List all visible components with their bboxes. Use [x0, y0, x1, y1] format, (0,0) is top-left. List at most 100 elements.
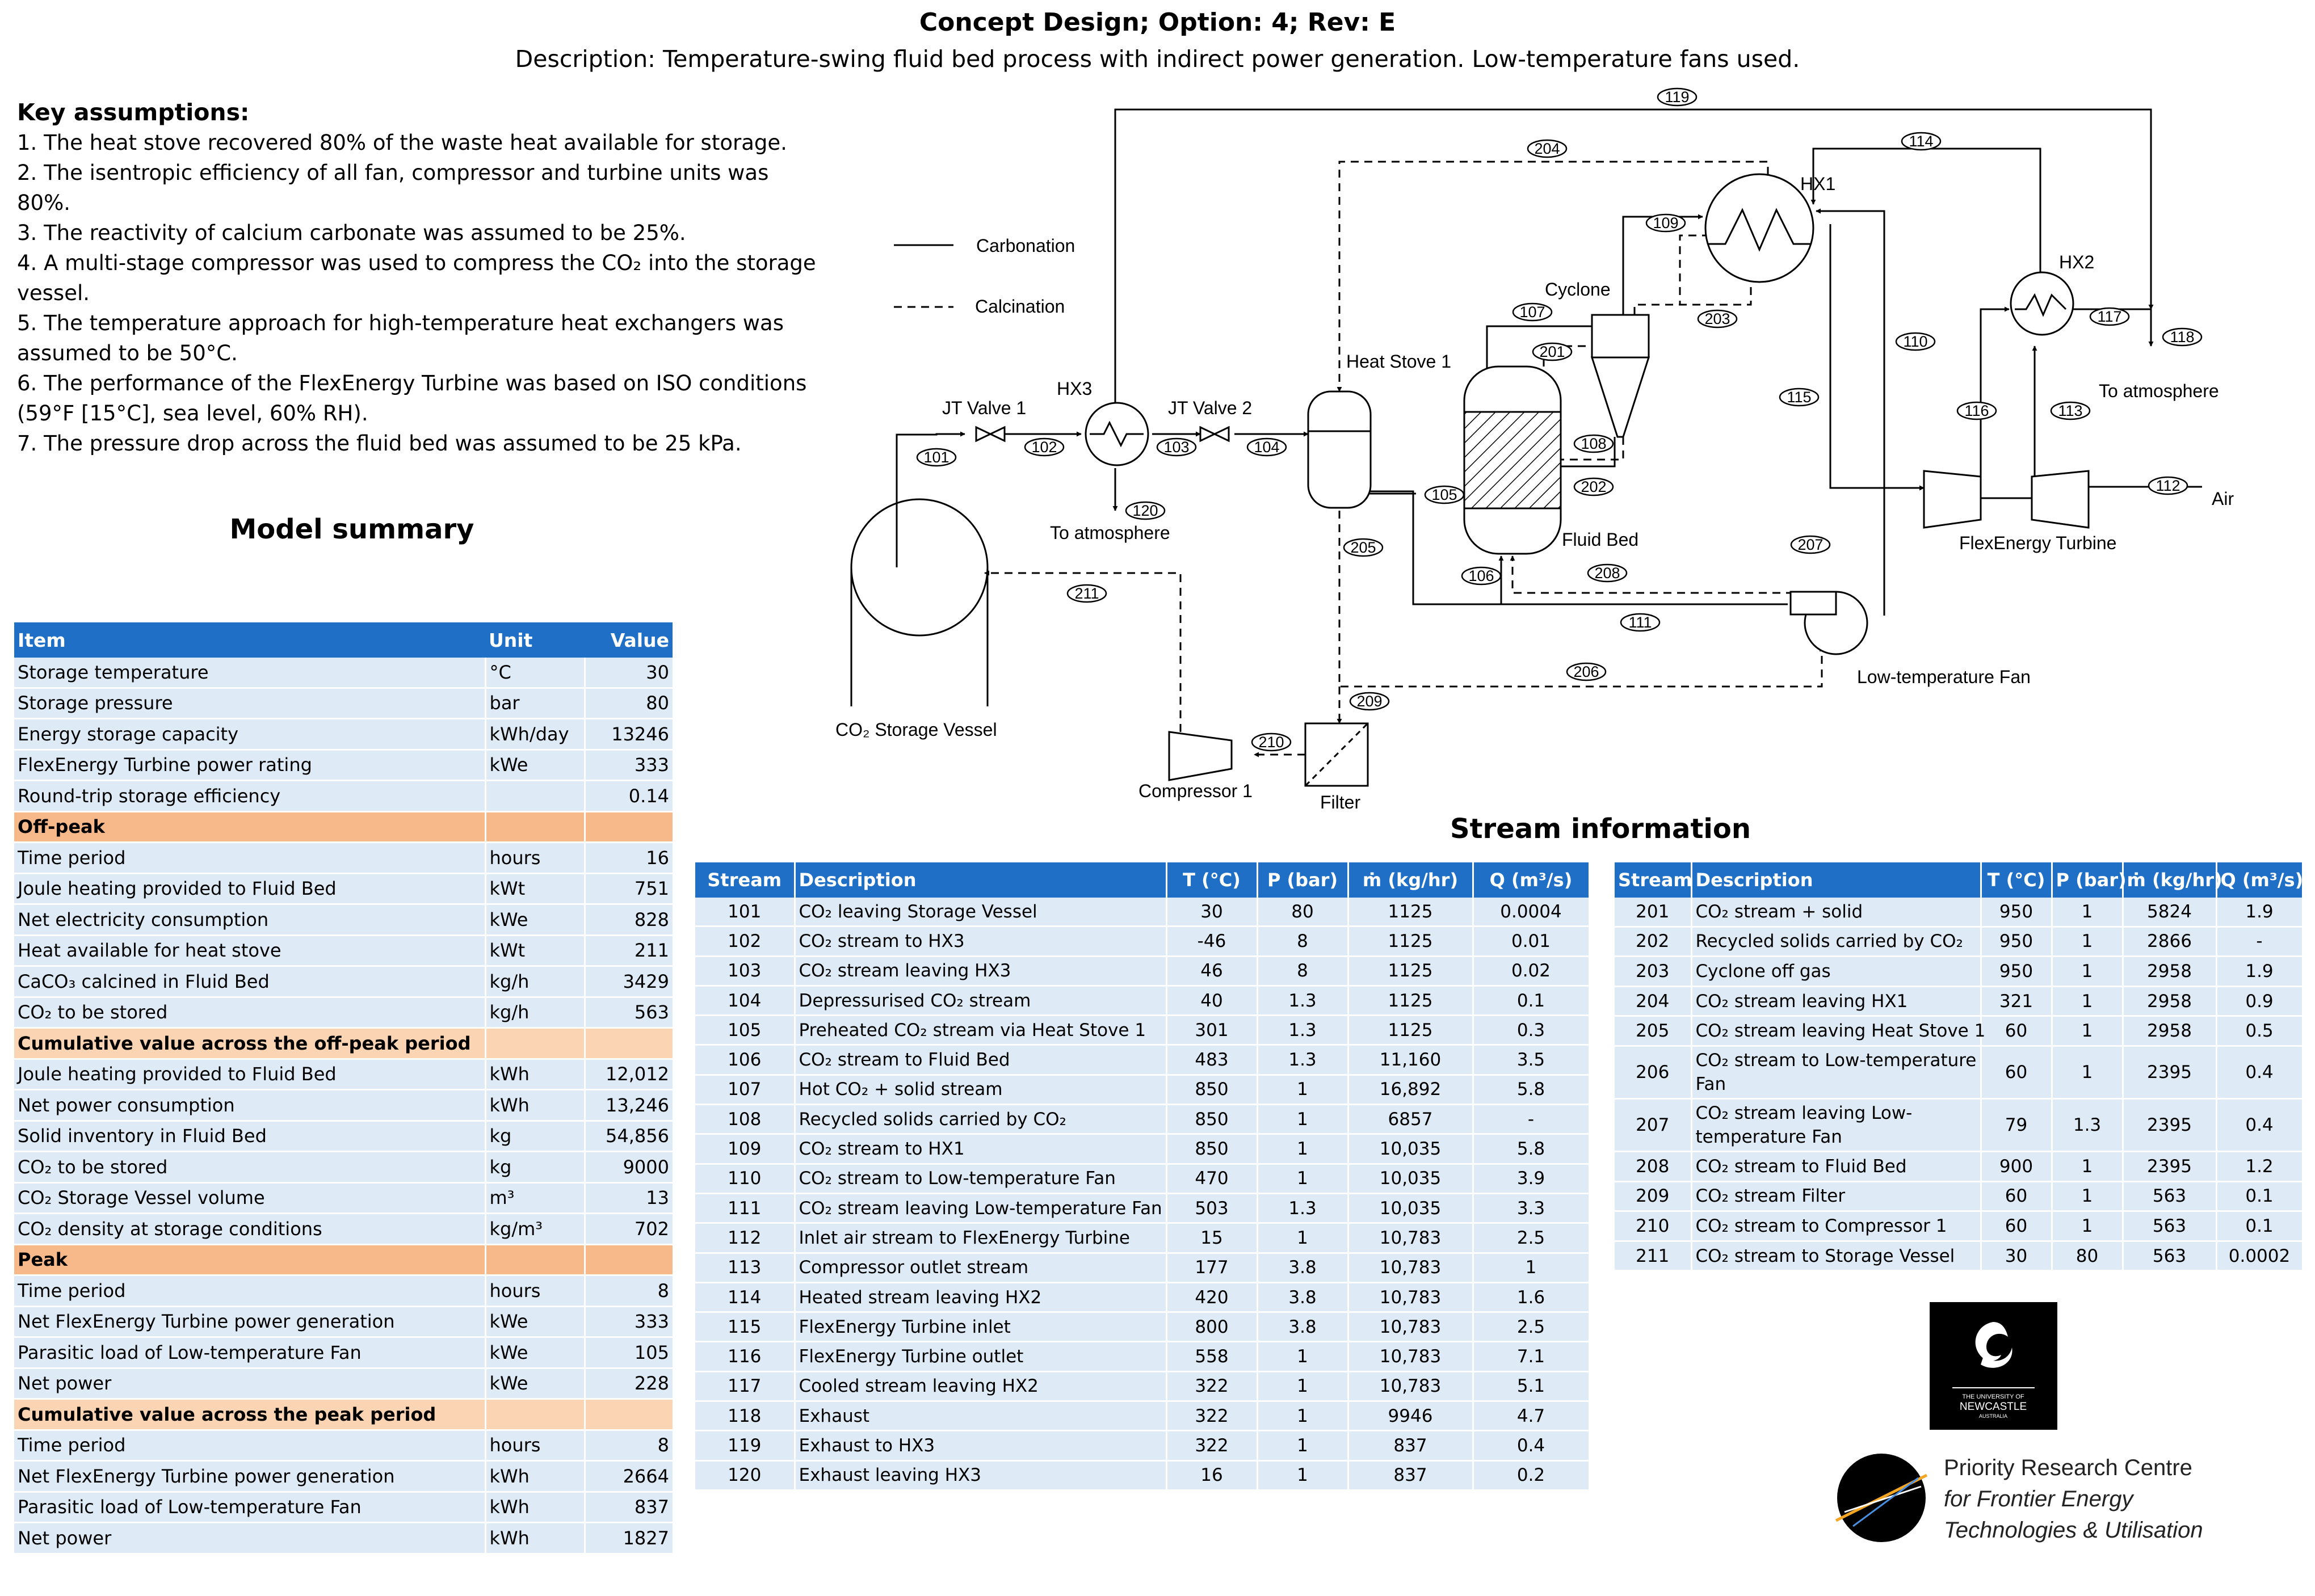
cell-unit: kWh: [484, 1089, 585, 1122]
cell-value: 333: [583, 749, 673, 781]
cell-mass-flow: 6857: [1348, 1104, 1474, 1135]
to-atmosphere-label-hx3: To atmosphere: [1050, 523, 1170, 543]
cell-temperature: 15: [1166, 1223, 1258, 1254]
cell-temperature: 950: [1981, 956, 2053, 987]
cell-volume-flow: 0.0004: [1473, 898, 1590, 928]
stream-tag-115: 115: [1779, 388, 1820, 407]
cell-volume-flow: 3.3: [1473, 1193, 1590, 1224]
cell-value: 30: [583, 658, 673, 689]
stream-tag-206: 206: [1566, 662, 1607, 681]
cell-item: Net power: [14, 1522, 485, 1555]
cell-pressure: 8: [1257, 956, 1349, 987]
cell-mass-flow: 10,783: [1348, 1312, 1474, 1343]
cell-item: Time period: [14, 1430, 485, 1462]
cell-volume-flow: 5.1: [1473, 1371, 1590, 1403]
cell-description: CO₂ stream leaving Low-temperature Fan: [795, 1193, 1167, 1224]
cell-mass-flow: 10,783: [1348, 1371, 1474, 1403]
section-header-row: Off-peak: [14, 811, 673, 843]
section-header-row: Cumulative value across the off-peak per…: [14, 1027, 673, 1060]
stream-tag-label: 107: [1519, 304, 1545, 321]
cell-temperature: 60: [1981, 1181, 2053, 1212]
cell-mass-flow: 2958: [2123, 1016, 2217, 1047]
cell-pressure: 1: [2052, 1046, 2124, 1100]
stream-tag-103: 103: [1156, 437, 1197, 457]
key-assumption-item: 4. A multi-stage compressor was used to …: [17, 251, 816, 305]
cell-pressure: 1: [1257, 1223, 1349, 1254]
cell-item: Parasitic load of Low-temperature Fan: [14, 1337, 485, 1369]
cell-description: CO₂ stream to Low-temperature Fan: [1691, 1046, 1982, 1100]
cell-mass-flow: 563: [2123, 1181, 2217, 1212]
stream-tag-label: 111: [1628, 614, 1652, 631]
cell-description: Exhaust leaving HX3: [795, 1460, 1167, 1491]
cell-stream: 112: [695, 1223, 796, 1254]
stream-tag-label: 108: [1581, 435, 1606, 452]
cell-description: CO₂ stream to Compressor 1: [1691, 1211, 1982, 1242]
cell-volume-flow: 0.1: [1473, 986, 1590, 1017]
cell-item: CO₂ Storage Vessel volume: [14, 1182, 485, 1214]
cell-stream: 205: [1615, 1016, 1692, 1047]
cell-description: CO₂ stream + solid: [1691, 898, 1982, 928]
cell-pressure: 80: [2052, 1241, 2124, 1272]
cell-volume-flow: 3.5: [1473, 1045, 1590, 1076]
cell-unit: m³: [484, 1182, 585, 1214]
cell-stream: 113: [695, 1253, 796, 1283]
cell-pressure: 1: [2052, 898, 2124, 928]
cell-volume-flow: 0.1: [2216, 1181, 2304, 1212]
stream-101-line: [896, 431, 965, 567]
stream-115-line: [1829, 224, 1925, 491]
stream-207-208-line: [1510, 555, 1834, 635]
stream-tag-label: 207: [1797, 536, 1823, 553]
section-header-row: Cumulative value across the peak period: [14, 1399, 673, 1431]
cell-item: Storage temperature: [14, 658, 485, 689]
cell-description: Preheated CO₂ stream via Heat Stove 1: [795, 1015, 1167, 1046]
cell-mass-flow: 2866: [2123, 927, 2217, 958]
cell-pressure: 8: [1257, 926, 1349, 957]
cell-temperature: 30: [1981, 1241, 2053, 1272]
cell-stream: 120: [695, 1460, 796, 1491]
key-assumptions-title: Key assumptions:: [17, 99, 250, 126]
page-description: Description: Temperature-swing fluid bed…: [515, 45, 1800, 73]
svg-text:NEWCASTLE: NEWCASTLE: [1960, 1401, 2027, 1413]
cell-temperature: 322: [1166, 1371, 1258, 1403]
cell-unit: [484, 811, 585, 843]
filter-label: Filter: [1320, 792, 1360, 812]
stream-tag-210: 210: [1251, 732, 1292, 752]
stream-tag-label: 104: [1254, 439, 1279, 456]
stream-203-line: [1633, 235, 1752, 315]
cell-temperature: 16: [1166, 1460, 1258, 1491]
cell-pressure: 1: [1257, 1371, 1349, 1403]
cell-value: 563: [583, 997, 673, 1029]
heat-stove-1: [1307, 390, 1372, 509]
cell-value: 105: [583, 1337, 673, 1369]
stream-110-line: [1816, 208, 1885, 616]
cell-volume-flow: 1: [1473, 1253, 1590, 1283]
cell-unit: kWt: [484, 873, 585, 905]
cell-pressure: 1: [2052, 1151, 2124, 1182]
stream-tag-110: 110: [1895, 332, 1936, 351]
cell-item: Parasitic load of Low-temperature Fan: [14, 1492, 485, 1523]
cell-unit: bar: [484, 688, 585, 719]
co2-storage-vessel: [850, 498, 989, 706]
low-temperature-fan-label: Low-temperature Fan: [1857, 667, 2031, 687]
cell-description: CO₂ stream Filter: [1691, 1181, 1982, 1212]
cell-pressure: 1: [1257, 1134, 1349, 1165]
fluid-bed-label: Fluid Bed: [1562, 529, 1638, 550]
stream-tag-label: 106: [1468, 567, 1494, 584]
